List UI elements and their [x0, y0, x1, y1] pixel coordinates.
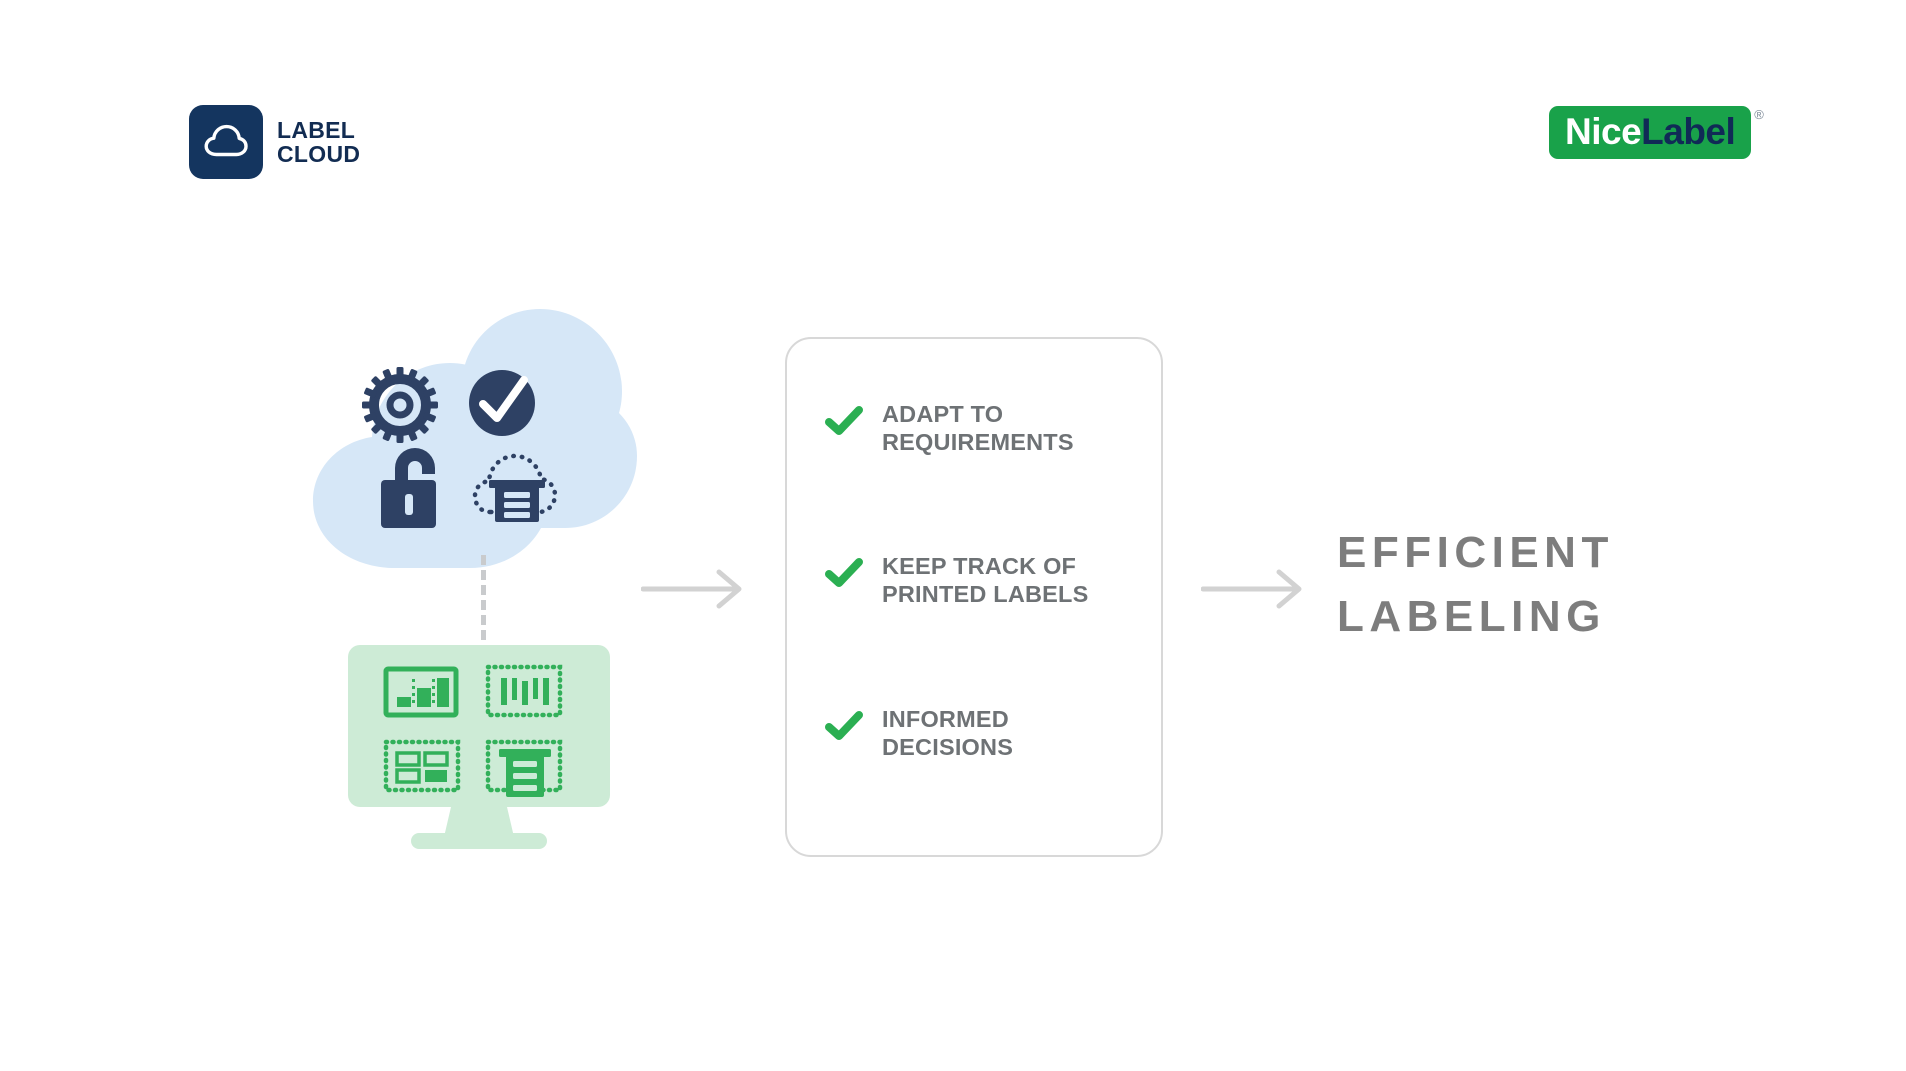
checklist-items: ADAPT TO REQUIREMENTS KEEP TRACK OF PRIN…	[825, 401, 1125, 761]
checklist-label-line2: PRINTED LABELS	[882, 581, 1089, 608]
checklist-label: ADAPT TO REQUIREMENTS	[882, 401, 1074, 456]
check-circle-icon	[469, 370, 535, 436]
checklist-card: ADAPT TO REQUIREMENTS KEEP TRACK OF PRIN…	[785, 337, 1163, 857]
check-icon	[825, 558, 863, 593]
checklist-label-line2: DECISIONS	[882, 733, 1014, 760]
label-document-icon	[485, 739, 563, 797]
checklist-label: INFORMED DECISIONS	[882, 706, 1013, 761]
outcome-line1: EFFICIENT	[1337, 528, 1614, 577]
unlock-icon	[381, 448, 436, 528]
flow-arrow-2	[1200, 568, 1305, 615]
check-icon	[825, 710, 863, 746]
label-cloud-wordmark: LABEL CLOUD	[277, 116, 361, 167]
outcome-text: EFFICIENT LABELING	[1337, 521, 1614, 649]
nicelabel-logo: NiceLabel ®	[1549, 106, 1764, 159]
registered-trademark-icon: ®	[1754, 107, 1764, 122]
label-cloud-logo: LABEL CLOUD	[189, 105, 360, 179]
cloud-label-icon	[472, 453, 558, 522]
dashed-connector	[481, 555, 486, 655]
cloud-group	[295, 300, 640, 575]
gear-icon	[362, 367, 438, 443]
list-item: KEEP TRACK OF PRINTED LABELS	[825, 553, 1125, 608]
label-cloud-line2: CLOUD	[277, 141, 361, 167]
flow-arrow-1	[640, 568, 745, 615]
label-cloud-line1: LABEL	[277, 116, 356, 143]
outcome-line2: LABELING	[1337, 591, 1606, 641]
list-item: ADAPT TO REQUIREMENTS	[825, 401, 1125, 456]
checklist-label-line1: INFORMED	[882, 705, 1009, 732]
bar-chart-icon	[383, 666, 459, 718]
label-cloud-mark	[189, 105, 263, 179]
list-item: INFORMED DECISIONS	[825, 706, 1125, 761]
checklist-label-line1: KEEP TRACK OF	[882, 553, 1077, 580]
nicelabel-plate: NiceLabel	[1549, 106, 1752, 159]
barcode-icon	[485, 664, 563, 718]
nicelabel-word-label: Label	[1641, 111, 1736, 152]
checklist-label-line2: REQUIREMENTS	[882, 428, 1074, 455]
cloud-icon	[203, 123, 249, 162]
check-icon	[825, 406, 863, 441]
layout-grid-icon	[383, 739, 461, 793]
checklist-label: KEEP TRACK OF PRINTED LABELS	[882, 553, 1088, 608]
monitor-group	[348, 645, 620, 860]
checklist-label-line1: ADAPT TO	[882, 401, 1004, 427]
nicelabel-word-nice: Nice	[1565, 111, 1642, 152]
